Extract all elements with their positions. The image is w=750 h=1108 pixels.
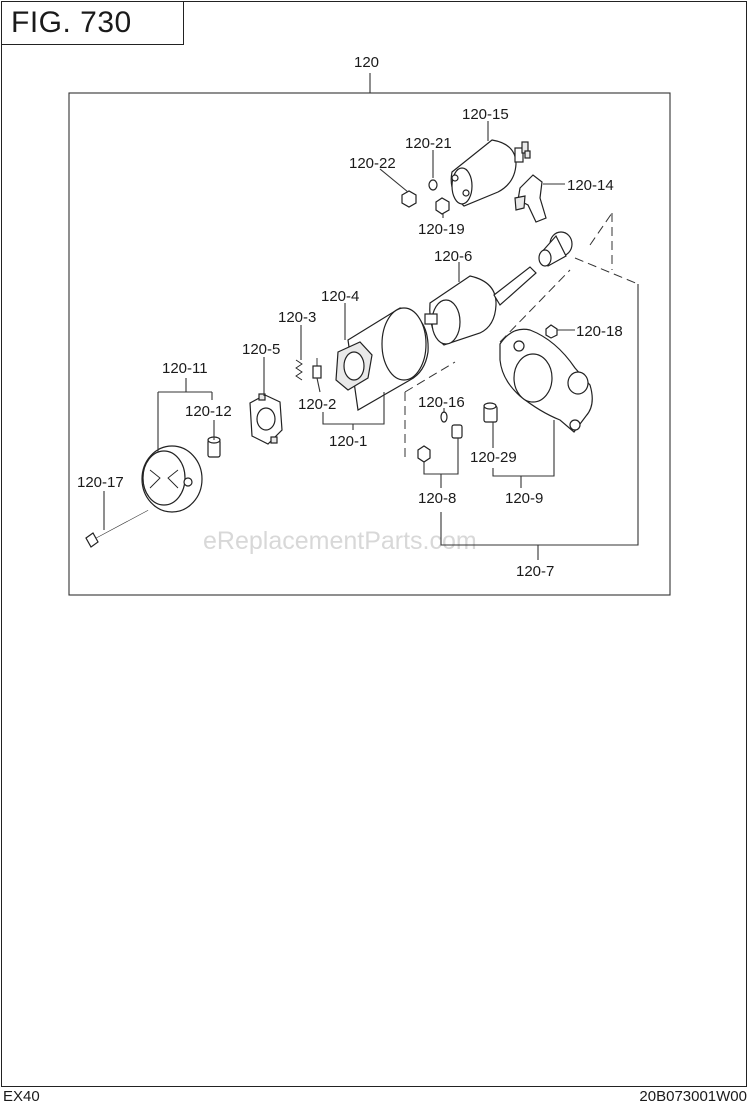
callout-120-18[interactable]: 120-18: [576, 323, 623, 340]
callout-120-4[interactable]: 120-4: [321, 288, 359, 305]
leader-lines: [103, 73, 639, 560]
callout-120-14[interactable]: 120-14: [567, 177, 614, 194]
callout-120-6[interactable]: 120-6: [434, 248, 472, 265]
callout-120-29[interactable]: 120-29: [470, 449, 517, 466]
plug-part[interactable]: [545, 324, 558, 339]
callout-120[interactable]: 120: [354, 54, 379, 71]
through-bolt-part[interactable]: [85, 507, 151, 548]
spring-part[interactable]: [295, 359, 303, 381]
model-label: EX40: [3, 1088, 40, 1105]
figure-title: FIG. 730: [11, 6, 132, 39]
retainer-ring-part[interactable]: [440, 411, 448, 423]
callout-120-17[interactable]: 120-17: [77, 474, 124, 491]
front-housing-part[interactable]: [499, 328, 593, 433]
callout-120-1[interactable]: 120-1: [329, 433, 367, 450]
armature-part[interactable]: [424, 266, 537, 346]
washer-part[interactable]: [428, 179, 438, 191]
shift-lever-part[interactable]: [514, 174, 547, 223]
magnetic-switch-part[interactable]: [450, 139, 531, 207]
callout-120-3[interactable]: 120-3: [278, 309, 316, 326]
callout-120-11[interactable]: 120-11: [162, 360, 208, 377]
callout-120-7[interactable]: 120-7: [516, 563, 554, 580]
callout-120-16[interactable]: 120-16: [418, 394, 465, 411]
callout-120-21[interactable]: 120-21: [405, 135, 452, 152]
page-border: [1, 1, 747, 1087]
watermark: eReplacementParts.com: [203, 527, 477, 555]
callout-120-15[interactable]: 120-15: [462, 106, 509, 123]
brush-part[interactable]: [312, 358, 322, 379]
end-cover-part[interactable]: [141, 445, 203, 513]
callout-120-22[interactable]: 120-22: [349, 155, 396, 172]
callout-120-8[interactable]: 120-8: [418, 490, 456, 507]
yoke-part[interactable]: [335, 307, 429, 411]
callout-120-12[interactable]: 120-12: [185, 403, 232, 420]
bushing-29-part[interactable]: [483, 402, 498, 423]
callout-120-19[interactable]: 120-19: [418, 221, 465, 238]
figure-title-box: FIG. 730: [1, 1, 184, 45]
nut-8-part[interactable]: [417, 445, 431, 463]
callout-120-5[interactable]: 120-5: [242, 341, 280, 358]
brush-holder-part[interactable]: [249, 393, 283, 445]
nut-22-part[interactable]: [401, 190, 417, 208]
callout-120-9[interactable]: 120-9: [505, 490, 543, 507]
callout-labels: 120 120-15 120-21 120-22 120-14 120-19 1…: [77, 54, 623, 580]
callout-120-2[interactable]: 120-2: [298, 396, 336, 413]
diagram-code: 20B073001W00: [639, 1088, 747, 1105]
pinion-gear-part[interactable]: [538, 231, 573, 267]
bushing-8-part[interactable]: [451, 424, 463, 439]
nut-19-part[interactable]: [435, 197, 450, 215]
